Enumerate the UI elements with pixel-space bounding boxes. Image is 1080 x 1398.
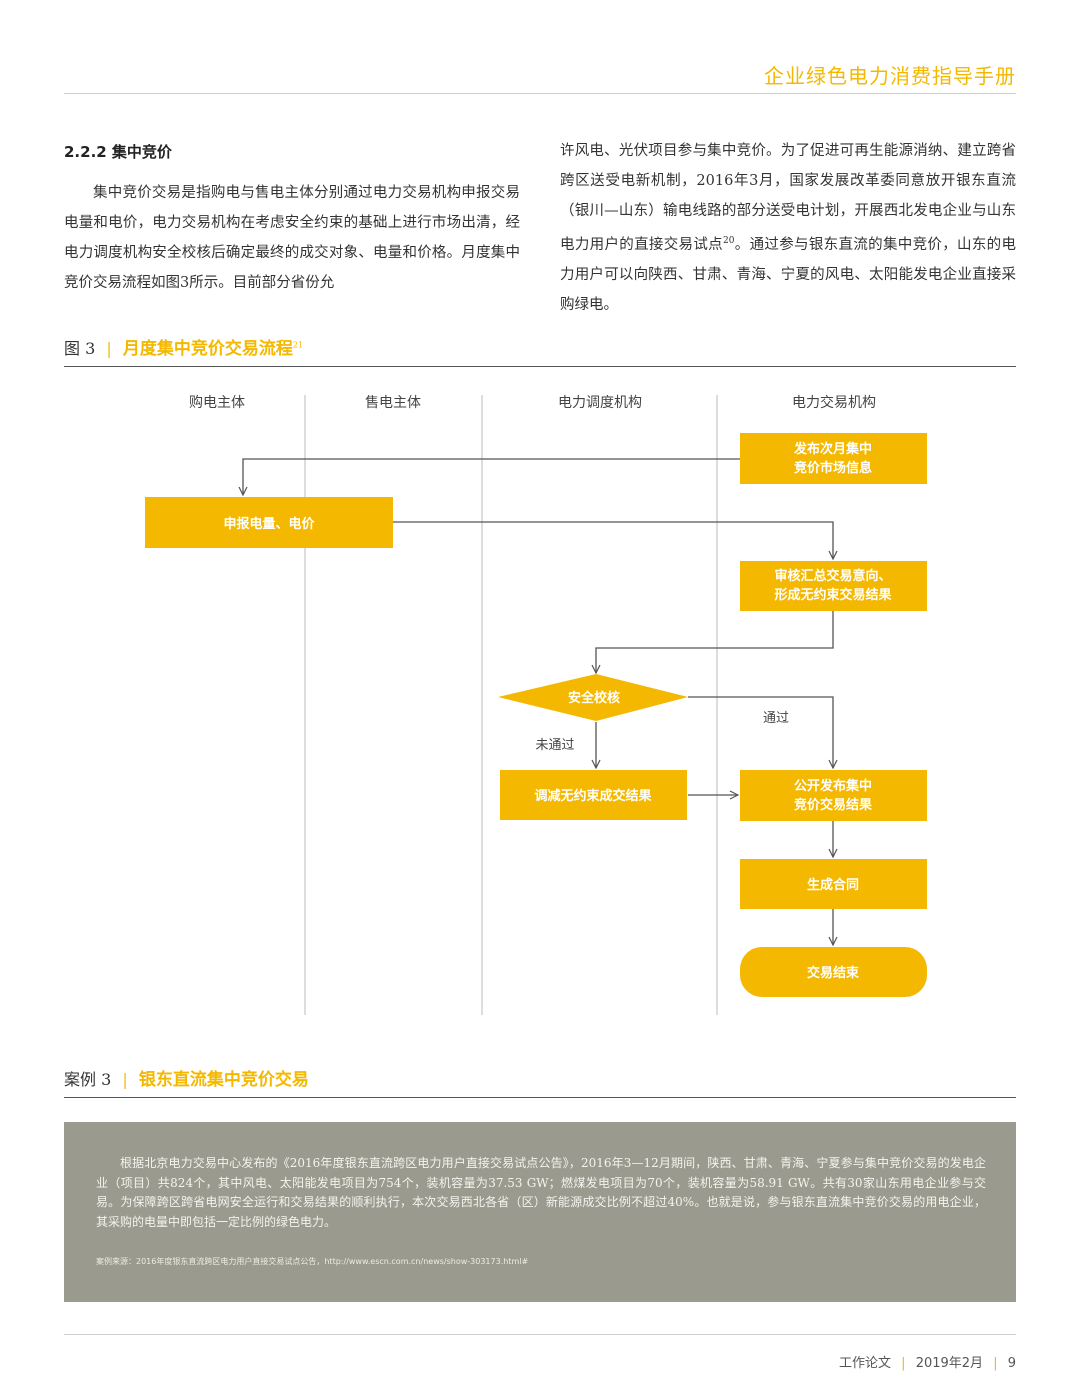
node-announce-line1: 公开发布集中 <box>794 778 872 794</box>
page-number: 9 <box>1007 1356 1016 1371</box>
case-box: 根据北京电力交易中心发布的《2016年度银东直流跨区电力用户直接交易试点公告》，… <box>64 1122 1016 1302</box>
paragraph-text: 。通过参与银东直流的集中竞价，山东的电力用户可以向陕西、甘肃、青海、宁夏的风电、… <box>560 236 1016 313</box>
paragraph-text: 许风电、光伏项目参与集中竞价。为了促进可再生能源消纳、建立跨省跨区送受电新机制，… <box>560 143 1016 253</box>
node-contract-label: 生成合同 <box>807 877 859 893</box>
lane-header-exchange: 电力交易机构 <box>792 394 876 411</box>
node-review-line2: 形成无约束交易结果 <box>774 587 891 603</box>
node-publish-info <box>740 433 927 484</box>
connector-review-to-check <box>596 611 834 673</box>
figure-caption: 图 3 | 月度集中竞价交易流程21 <box>64 334 303 359</box>
case-top-rule <box>64 1097 1016 1098</box>
figure-separator: | <box>106 339 112 358</box>
node-adjust-label: 调减无约束成交结果 <box>534 788 651 804</box>
node-review-line1: 审核汇总交易意向、 <box>774 568 891 584</box>
connector-check-pass <box>688 696 833 768</box>
edge-label-fail: 未通过 <box>535 738 574 753</box>
body-paragraph-left: 集中竞价交易是指购电与售电主体分别通过电力交易机构申报交易电量和电价，电力交易机… <box>64 185 520 291</box>
node-publish-info-line2: 竞价市场信息 <box>794 460 872 476</box>
node-announce-line2: 竞价交易结果 <box>794 797 872 813</box>
lane-header-dispatch: 电力调度机构 <box>558 395 642 411</box>
node-end <box>740 947 927 997</box>
section-heading: 2.2.2 集中竞价 <box>64 143 172 161</box>
node-review <box>740 561 927 611</box>
footer-separator: | <box>901 1356 906 1371</box>
header-rule <box>64 93 1016 94</box>
figure-label-word: 图 <box>64 339 81 358</box>
connector-publish-to-declare <box>243 458 740 495</box>
flowchart: 购电主体 售电主体 电力调度机构 电力交易机构 通过 未通过 发布次月集中 竞价… <box>145 394 927 1015</box>
case-source: 案例来源：2016年度银东直流跨区电力用户直接交易试点公告，http://www… <box>96 1257 529 1266</box>
footnote-ref: 20 <box>723 236 735 246</box>
figure-footnote-ref: 21 <box>292 340 304 350</box>
node-end-label: 交易结束 <box>807 965 860 981</box>
node-contract <box>740 859 927 909</box>
case-separator: | <box>122 1070 128 1089</box>
node-safety-check-diamond <box>498 674 688 721</box>
figure-number: 3 <box>85 339 96 358</box>
connector-declare-to-review <box>393 521 833 559</box>
node-declare <box>145 497 393 548</box>
figure-top-rule <box>64 366 1016 367</box>
case-number: 3 <box>101 1070 112 1089</box>
case-title: 银东直流集中竞价交易 <box>138 1070 309 1090</box>
figure-title: 月度集中竞价交易流程 <box>122 339 293 359</box>
body-paragraph-right: 许风电、光伏项目参与集中竞价。为了促进可再生能源消纳、建立跨省跨区送受电新机制，… <box>560 136 1016 320</box>
running-header-title: 企业绿色电力消费指导手册 <box>764 64 1016 88</box>
case-caption: 案例 3 | 银东直流集中竞价交易 <box>64 1065 309 1090</box>
node-safety-check-label: 安全校核 <box>568 690 620 706</box>
footer-date: 2019年2月 <box>915 1356 984 1371</box>
node-adjust <box>500 770 687 820</box>
footer-rule <box>64 1334 1016 1335</box>
footer: 工作论文 | 2019年2月 | 9 <box>839 1352 1016 1371</box>
footer-publication: 工作论文 <box>839 1356 892 1371</box>
node-announce <box>740 770 927 821</box>
node-publish-info-line1: 发布次月集中 <box>793 441 872 457</box>
lane-header-buyer: 购电主体 <box>189 395 245 411</box>
footer-separator: | <box>993 1356 998 1371</box>
lane-header-seller: 售电主体 <box>365 395 421 411</box>
node-declare-label: 申报电量、电价 <box>223 516 315 532</box>
case-label-word: 案例 <box>64 1070 97 1089</box>
case-body: 根据北京电力交易中心发布的《2016年度银东直流跨区电力用户直接交易试点公告》，… <box>96 1156 986 1229</box>
edge-label-pass: 通过 <box>763 711 789 726</box>
